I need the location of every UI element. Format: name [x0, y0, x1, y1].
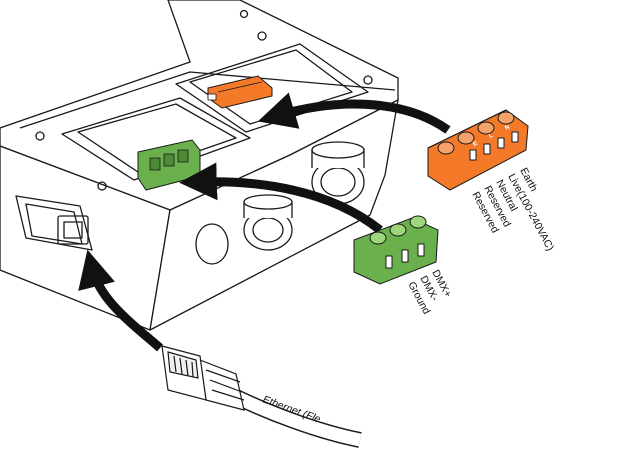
power-connector: E L N [427, 109, 529, 191]
power-connector-labels: Earth Live(100-240VAC) Neutral Reserved … [469, 166, 556, 253]
arrow-icon [78, 92, 451, 352]
cable-gland-icon [243, 141, 365, 251]
power-pin-label-e: E [472, 141, 478, 148]
power-pin-label-l: L [488, 133, 494, 140]
dmx-connector [353, 215, 439, 285]
power-pin-label-n: N [504, 125, 510, 132]
dmx-arrow [179, 162, 383, 234]
ethernet-arrow [78, 249, 163, 352]
power-arrow [257, 92, 451, 134]
rj45-plug-icon [161, 345, 362, 448]
dmx-connector-labels: DMX+ DMX- Ground [405, 268, 453, 317]
